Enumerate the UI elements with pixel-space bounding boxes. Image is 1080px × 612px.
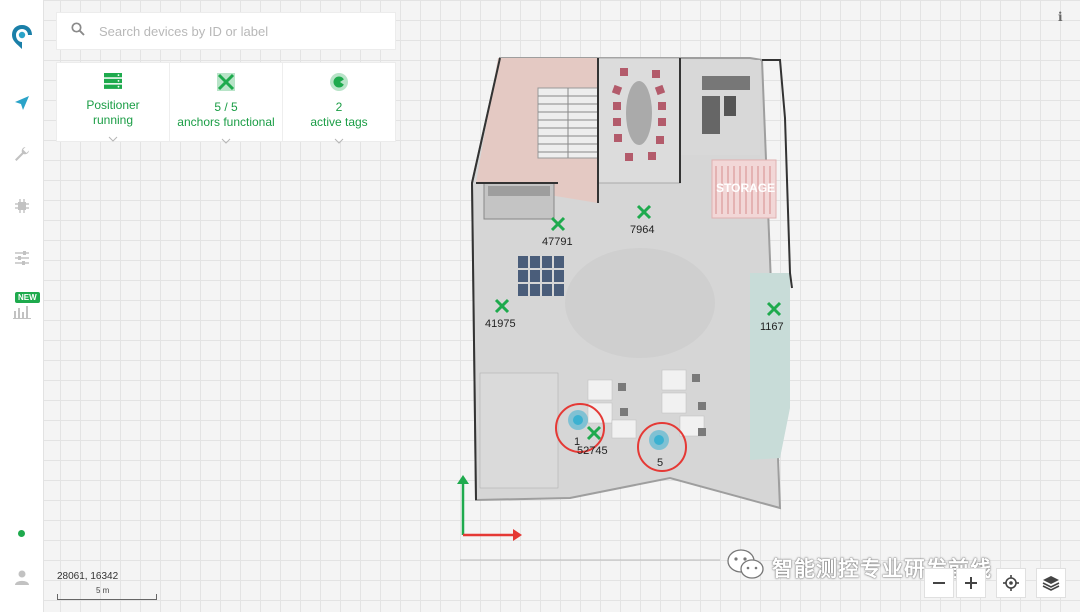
anchor-marker-1167[interactable] (766, 301, 782, 317)
connection-status-dot (18, 530, 25, 537)
app-logo-icon[interactable] (0, 24, 44, 50)
new-badge: NEW (15, 292, 40, 303)
floor-plan-drawing: STORAGE (457, 57, 793, 561)
plus-icon (965, 577, 977, 589)
search-box (56, 12, 396, 50)
origin-axes (457, 475, 522, 541)
info-icon[interactable]: i (1058, 10, 1063, 24)
layers-button[interactable] (1036, 568, 1066, 598)
chevron-down-icon (334, 131, 344, 149)
tags-status-card[interactable]: 2 active tags (283, 63, 395, 144)
layers-icon (1042, 576, 1060, 591)
zoom-out-button[interactable] (924, 568, 954, 598)
search-input[interactable] (99, 23, 379, 39)
analytics-chart-icon[interactable] (0, 298, 44, 324)
watermark-text: 智能测控专业研发前线 (772, 556, 992, 581)
user-icon[interactable] (0, 564, 44, 590)
navigation-icon[interactable] (0, 90, 44, 116)
storage-label: STORAGE (716, 181, 775, 195)
anchor-marker-41975[interactable] (494, 298, 510, 314)
anchors-status-card[interactable]: 5 / 5 anchors functional (170, 63, 283, 144)
positioner-state: running (92, 113, 134, 127)
anchor-marker-7964[interactable] (636, 204, 652, 220)
anchor-label: 52745 (577, 445, 608, 457)
tag-label: 1 (574, 436, 581, 448)
anchor-icon (217, 73, 235, 96)
tags-count: 2 (335, 100, 343, 114)
recenter-button[interactable] (996, 568, 1026, 598)
minus-icon (933, 582, 945, 584)
tags-state: active tags (310, 115, 368, 129)
tag-marker-5[interactable] (637, 422, 687, 472)
crosshair-icon (1003, 575, 1019, 591)
scale-label: 5 m (96, 586, 110, 595)
anchor-label: 47791 (542, 236, 573, 248)
server-icon (104, 73, 122, 94)
zoom-in-button[interactable] (956, 568, 986, 598)
scale-bar (57, 594, 157, 600)
anchors-state: anchors functional (177, 115, 275, 129)
anchor-marker-47791[interactable] (550, 216, 566, 232)
wrench-icon[interactable] (0, 141, 44, 167)
anchor-marker-52745[interactable] (586, 425, 602, 441)
chevron-down-icon (108, 129, 118, 147)
watermark: 智能测控专业研发前线 (726, 548, 992, 587)
anchor-label: 1167 (760, 321, 784, 333)
positioner-status-card[interactable]: Positioner running (57, 63, 170, 142)
search-icon (71, 21, 85, 41)
tag-icon (330, 73, 348, 96)
anchors-count: 5 / 5 (214, 100, 238, 114)
anchor-label: 41975 (485, 318, 516, 330)
tag-marker-1[interactable] (555, 403, 605, 453)
status-panel: Positioner running 5 / 5 anchors functio… (56, 62, 396, 144)
cursor-coordinates: 28061, 16342 (57, 571, 119, 582)
positioner-label: Positioner (86, 98, 140, 112)
chip-icon[interactable] (0, 193, 44, 219)
tag-label: 5 (657, 457, 664, 469)
anchor-label: 7964 (630, 224, 655, 236)
sidebar: NEW (0, 0, 44, 612)
wechat-icon (726, 548, 766, 587)
sliders-icon[interactable] (0, 245, 44, 271)
floor-plan-map[interactable]: STORAGE (440, 48, 840, 578)
chevron-down-icon (221, 131, 231, 149)
